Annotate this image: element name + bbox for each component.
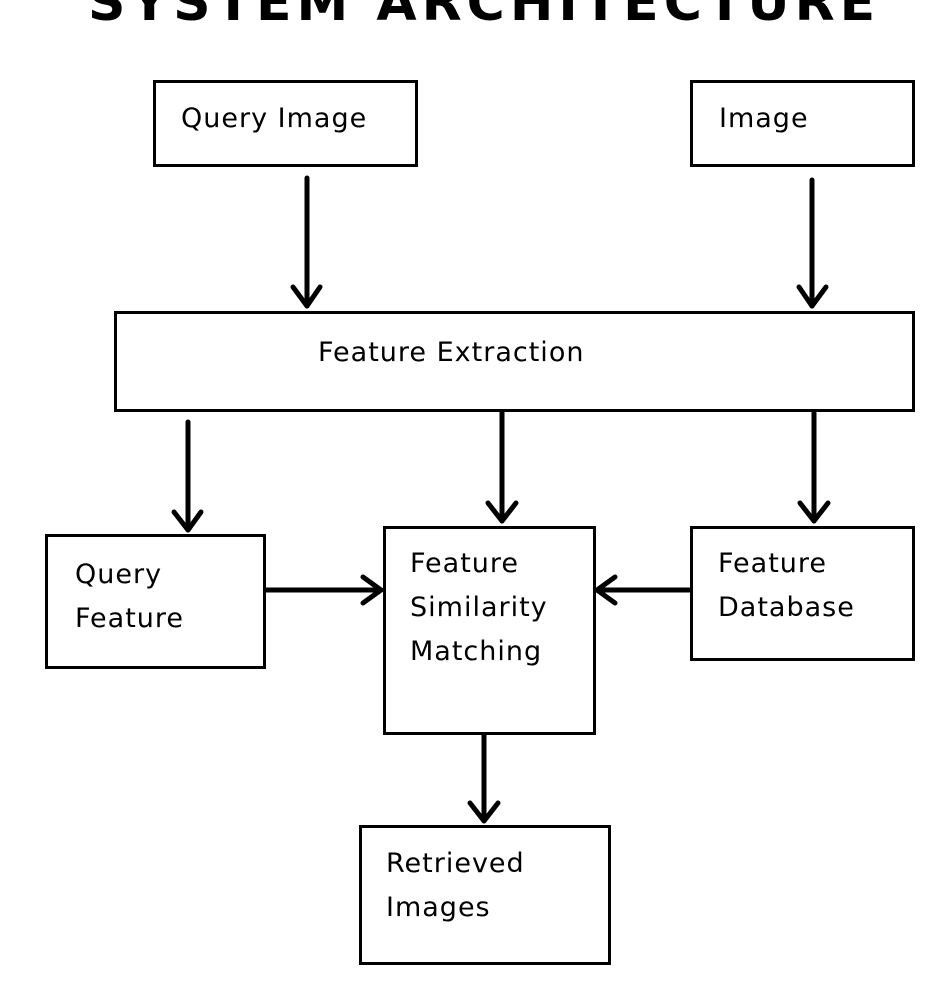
edge-query-image-to-feature-extraction bbox=[290, 175, 323, 309]
node-query-feature bbox=[45, 534, 266, 669]
edge-image-to-feature-extraction bbox=[796, 177, 829, 309]
node-query-feature-label: Query Feature bbox=[75, 553, 184, 641]
node-retrieved-images-label: Retrieved Images bbox=[386, 842, 525, 930]
label-line: Query bbox=[75, 559, 163, 590]
label-line: Image bbox=[719, 103, 809, 134]
node-feature-extraction bbox=[114, 311, 915, 412]
edge-feature-extraction-to-query-feature bbox=[171, 419, 204, 533]
edge-feature-database-to-similarity-matching bbox=[594, 574, 693, 606]
node-feature-similarity-matching bbox=[383, 526, 596, 735]
label-line: Retrieved bbox=[386, 848, 525, 879]
diagram-title: SYSTEM ARCHITECTURE bbox=[88, 0, 881, 33]
node-image bbox=[690, 80, 915, 167]
node-retrieved-images bbox=[359, 825, 611, 965]
label-line: Feature bbox=[75, 603, 185, 634]
label-line: Database bbox=[718, 592, 855, 623]
edge-similarity-matching-to-retrieved-images bbox=[467, 731, 501, 824]
edge-query-feature-to-similarity-matching bbox=[263, 574, 384, 606]
node-query-image-label: Query Image bbox=[181, 97, 367, 141]
label-line: Query Image bbox=[181, 103, 368, 134]
label-line: Images bbox=[386, 892, 491, 923]
node-feature-database bbox=[690, 526, 915, 661]
label-line: Similarity bbox=[410, 592, 548, 623]
label-line: Matching bbox=[410, 636, 543, 667]
edge-feature-extraction-to-similarity-matching bbox=[485, 399, 519, 524]
label-line: Feature bbox=[410, 548, 520, 579]
node-image-label: Image bbox=[719, 97, 809, 141]
label-line: Feature Extraction bbox=[318, 337, 585, 368]
node-feature-extraction-label: Feature Extraction bbox=[318, 331, 584, 375]
node-feature-similarity-matching-label: Feature Similarity Matching bbox=[410, 542, 548, 674]
label-line: Feature bbox=[718, 548, 828, 579]
edge-feature-extraction-to-feature-database bbox=[797, 410, 831, 524]
node-feature-database-label: Feature Database bbox=[718, 542, 855, 630]
node-query-image bbox=[153, 80, 418, 167]
